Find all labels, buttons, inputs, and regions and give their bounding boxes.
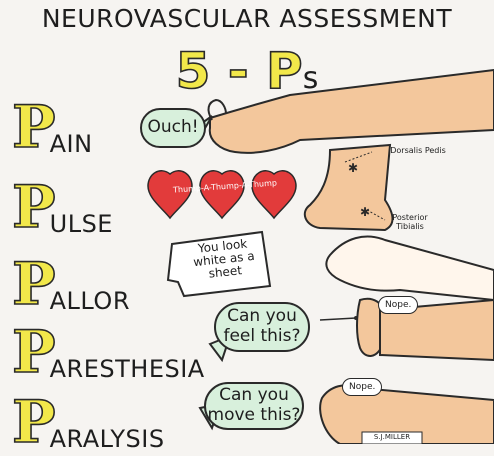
row-pallor: PALLOR xyxy=(11,250,130,318)
paresthesia-reply: Nope. xyxy=(378,296,419,314)
pulse-label: ULSE xyxy=(49,210,113,238)
pallor-initial: P xyxy=(11,250,56,318)
posterior-tibialis-label: Posterior Tibialis xyxy=(392,213,428,232)
paralysis-initial: P xyxy=(11,388,56,456)
dorsalis-pedis-label: Dorsalis Pedis xyxy=(390,146,446,155)
paresthesia-initial: P xyxy=(11,318,56,386)
signature-box xyxy=(361,431,423,444)
row-paresthesia: PARESTHESIA xyxy=(11,318,205,386)
row-pulse: PULSE xyxy=(11,173,113,241)
heart-icon xyxy=(147,170,193,220)
pulse-foot-illustration xyxy=(303,143,394,232)
pallor-label: ALLOR xyxy=(49,287,130,315)
paralysis-label: ARALYSIS xyxy=(49,425,165,453)
ouch-bubble: Ouch! xyxy=(140,108,206,148)
paralysis-reply: Nope. xyxy=(342,378,383,396)
svg-text:✱: ✱ xyxy=(348,161,358,175)
page-title: NEUROVASCULAR ASSESSMENT xyxy=(41,4,453,33)
heart-icons xyxy=(147,170,297,220)
paresthesia-foot-illustration xyxy=(356,297,494,362)
pulse-initial: P xyxy=(11,173,56,241)
pallor-foot-illustration xyxy=(325,235,494,302)
pallor-note-text: You look white as a sheet xyxy=(192,236,256,282)
pain-initial: P xyxy=(11,93,56,161)
move-bubble: Can you move this? xyxy=(204,382,304,430)
svg-text:✱: ✱ xyxy=(360,205,370,219)
paresthesia-label: ARESTHESIA xyxy=(49,355,205,383)
five-ps-count: 5 - P xyxy=(175,41,304,101)
five-ps-suffix: s xyxy=(302,61,319,96)
pain-label: AIN xyxy=(49,130,93,158)
pallor-note-card xyxy=(166,230,272,298)
heart-icon xyxy=(199,170,245,220)
illustration-layer: ✱ ✱ xyxy=(147,68,494,444)
paralysis-foot-illustration xyxy=(319,384,494,444)
signature: S.J.MILLER xyxy=(373,433,411,441)
row-paralysis: PARALYSIS xyxy=(11,388,165,456)
feel-bubble: Can you feel this? xyxy=(214,302,310,352)
pin-icon xyxy=(319,317,357,321)
heart-icon xyxy=(251,170,297,220)
pain-foot-illustration xyxy=(207,68,494,154)
row-pain: PAIN xyxy=(11,93,93,161)
five-ps-heading: 5 - Ps xyxy=(0,41,494,101)
